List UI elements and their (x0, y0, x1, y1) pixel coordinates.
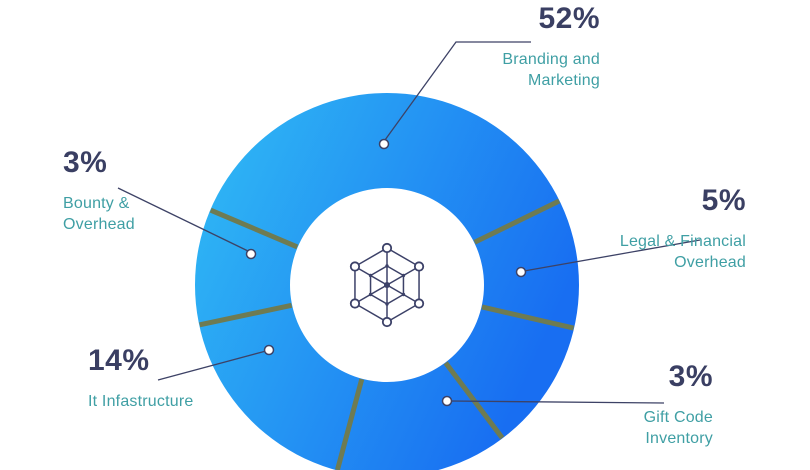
callout-legal-financial-overhead: 5% Legal & Financial Overhead (620, 184, 746, 273)
network-icon (349, 242, 425, 328)
callout-branding-marketing: 52% Branding and Marketing (502, 2, 600, 91)
leader-line (157, 350, 267, 381)
donut-ring (195, 93, 579, 470)
callout-gift-code-inventory: 3% Gift Code Inventory (644, 360, 713, 449)
segment-label: It Infastructure (88, 393, 194, 410)
percent-value: 3% (668, 360, 713, 393)
callout-it-infrastructure: 14% It Infastructure (88, 344, 193, 412)
segment-separator (443, 361, 505, 440)
percent-value: 3% (63, 146, 108, 179)
leader-line (449, 400, 665, 404)
leader-marker (441, 395, 453, 407)
callout-bounty-overhead: 3% Bounty & Overhead (63, 146, 135, 235)
segment-separator (209, 207, 299, 250)
percent-value: 14% (88, 344, 150, 377)
percent-value: 52% (538, 2, 600, 35)
leader-marker (378, 138, 390, 150)
leader-marker (245, 248, 257, 260)
segment-label: Legal & Financial Overhead (619, 233, 746, 271)
segment-label: Branding and Marketing (502, 51, 600, 89)
percent-value: 5% (701, 184, 746, 217)
leader-marker (515, 266, 527, 278)
leader-line (523, 239, 701, 272)
leader-line (117, 187, 249, 252)
segment-label: Bounty & Overhead (63, 195, 135, 233)
leader-line (384, 41, 531, 141)
segment-label: Gift Code Inventory (643, 409, 713, 447)
leader-marker (263, 344, 275, 356)
segment-separator (473, 198, 561, 245)
segment-separator (335, 378, 365, 470)
segment-separator (481, 304, 575, 331)
segment-separator (199, 302, 293, 328)
